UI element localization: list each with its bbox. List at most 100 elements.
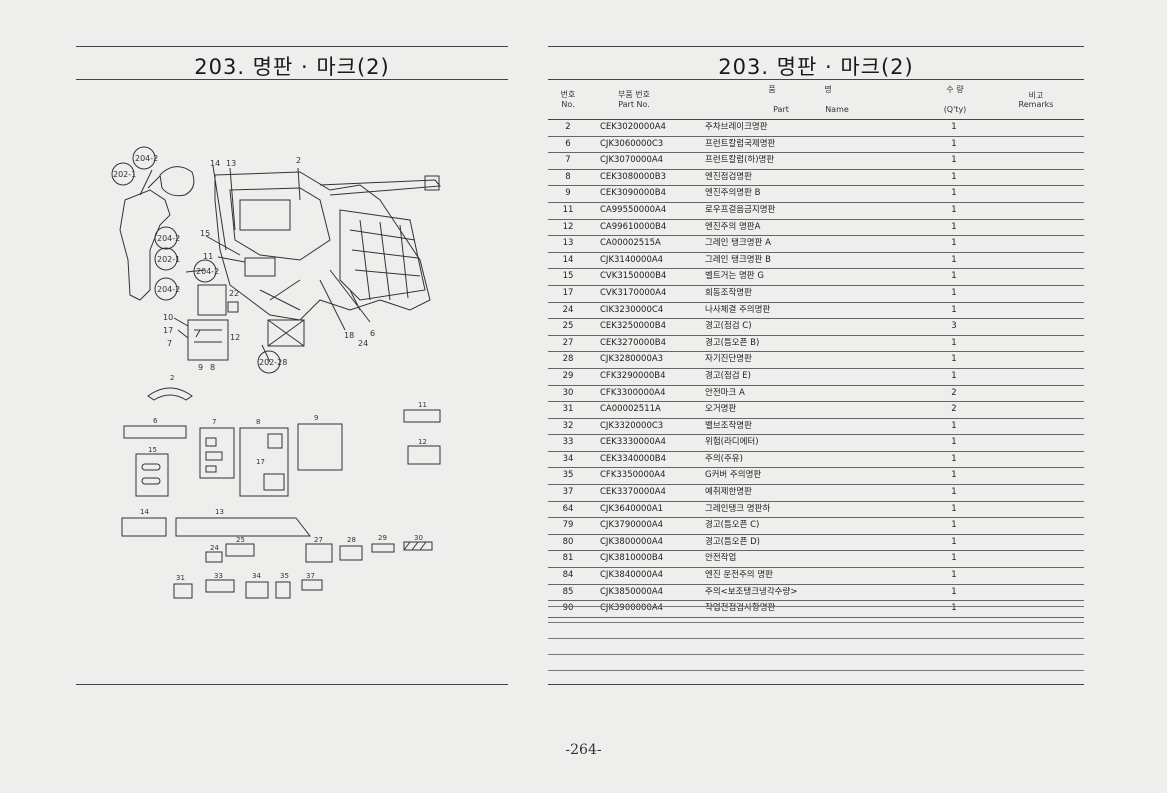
cell-quantity: 2 <box>951 404 957 415</box>
page-number: -264- <box>565 742 602 758</box>
label-num-6: 6 <box>153 417 158 425</box>
label-num-12: 12 <box>418 438 427 446</box>
label-num-35: 35 <box>280 572 289 580</box>
cell-quantity: 2 <box>951 387 957 398</box>
callout-202-1-a: 202-1 <box>113 170 136 179</box>
label-num-2: 2 <box>170 374 174 382</box>
label-num-11: 11 <box>418 401 427 409</box>
cell-part-name: 나사체결 주의명판 <box>705 304 771 315</box>
cell-part-number: CJK3810000B4 <box>600 553 664 564</box>
cell-quantity: 1 <box>951 437 957 448</box>
cell-no: 25 <box>562 321 574 332</box>
cell-quantity: 1 <box>951 304 957 315</box>
cell-part-number: CFK3290000B4 <box>600 370 666 381</box>
cell-part-number: CFK3350000A4 <box>600 470 666 481</box>
cell-no: 30 <box>562 387 574 398</box>
cell-part-name: 예취제한명판 <box>705 487 752 498</box>
label-num-31: 31 <box>176 574 185 582</box>
cell-quantity: 1 <box>951 487 957 498</box>
left-page: 203. 명판 · 마크(2) <box>0 0 583 793</box>
cell-quantity: 1 <box>951 503 957 514</box>
callout-13: 13 <box>226 159 236 168</box>
cell-part-number: CEK3020000A4 <box>600 122 666 132</box>
cell-quantity: 1 <box>951 570 957 581</box>
cell-no: 8 <box>565 171 571 182</box>
callout-202-1-b: 202-1 <box>157 255 180 264</box>
label-num-37: 37 <box>306 572 315 580</box>
cell-part-name: 위험(라디에터) <box>705 437 759 448</box>
cell-quantity: 1 <box>951 553 957 564</box>
cell-part-number: CA99610000B4 <box>600 221 667 232</box>
blank-rule <box>548 638 1084 639</box>
header-name-en2: Name <box>825 105 849 114</box>
cell-part-number: CA00002515A <box>600 238 661 249</box>
callout-22: 22 <box>229 289 239 298</box>
label-num-34: 34 <box>252 572 261 580</box>
cell-part-number: CJK3800000A4 <box>600 536 664 547</box>
right-bottom-rule <box>548 684 1084 685</box>
header-name-ko2: 명 <box>824 85 832 94</box>
cell-no: 9 <box>565 188 571 199</box>
cell-no: 27 <box>562 337 574 348</box>
cell-part-name: 안전마크 A <box>705 387 745 398</box>
label-num-27: 27 <box>314 536 323 544</box>
label-num-30: 30 <box>414 534 423 542</box>
cell-quantity: 1 <box>951 470 957 481</box>
cell-no: 24 <box>562 304 574 315</box>
cell-part-name: 경고(점검 C) <box>705 321 752 332</box>
cell-part-name: 주의<보조탱크냉각수량> <box>705 586 798 597</box>
callout-14: 14 <box>210 159 220 168</box>
cell-no: 33 <box>562 437 574 448</box>
label-num-24: 24 <box>210 544 219 552</box>
cell-quantity: 1 <box>951 171 957 182</box>
cell-no: 90 <box>562 603 574 614</box>
label-num-8: 8 <box>256 418 260 426</box>
callout-6: 6 <box>370 329 375 338</box>
cell-quantity: 1 <box>951 221 957 232</box>
cell-part-name: 오거명판 <box>705 404 737 415</box>
header-no-ko: 번호 <box>560 90 576 99</box>
callout-15: 15 <box>200 229 210 238</box>
cell-no: 32 <box>562 420 574 431</box>
parts-diagram: 14 13 2 15 11 22 10 17 7 12 9 8 18 6 24 … <box>111 146 442 599</box>
cell-part-name: 로우프걸음금지명판 <box>705 204 776 215</box>
cell-no: 12 <box>562 221 574 232</box>
cell-no: 2 <box>565 122 571 132</box>
cell-no: 85 <box>562 586 574 597</box>
cell-quantity: 1 <box>951 138 957 149</box>
cell-quantity: 1 <box>951 204 957 215</box>
cell-part-name: 경고(틈오픈 C) <box>705 520 760 531</box>
cell-no: 35 <box>562 470 574 481</box>
right-title-rule <box>548 79 1084 80</box>
cell-no: 7 <box>565 155 571 166</box>
cell-no: 15 <box>562 271 574 282</box>
cell-no: 31 <box>562 404 574 415</box>
callout-7: 7 <box>167 339 172 348</box>
cell-part-number: CJK3640000A1 <box>600 503 664 514</box>
cell-quantity: 1 <box>951 603 957 614</box>
cell-part-name: 작업전점검사항명판 <box>705 603 776 614</box>
cell-no: 79 <box>562 520 574 531</box>
cell-part-name: 그레인 탱크명판 B <box>705 254 771 265</box>
cell-part-number: CEK3090000B4 <box>600 188 666 199</box>
cell-quantity: 1 <box>951 238 957 249</box>
bottom-rule <box>76 684 508 685</box>
cell-no: 13 <box>562 238 574 249</box>
cell-part-name: 엔진점검명판 <box>705 171 752 182</box>
cell-part-name: 엔진 운전주의 명판 <box>705 570 773 581</box>
header-remarks-en: Remarks <box>1018 100 1054 109</box>
callout-12: 12 <box>230 333 240 342</box>
